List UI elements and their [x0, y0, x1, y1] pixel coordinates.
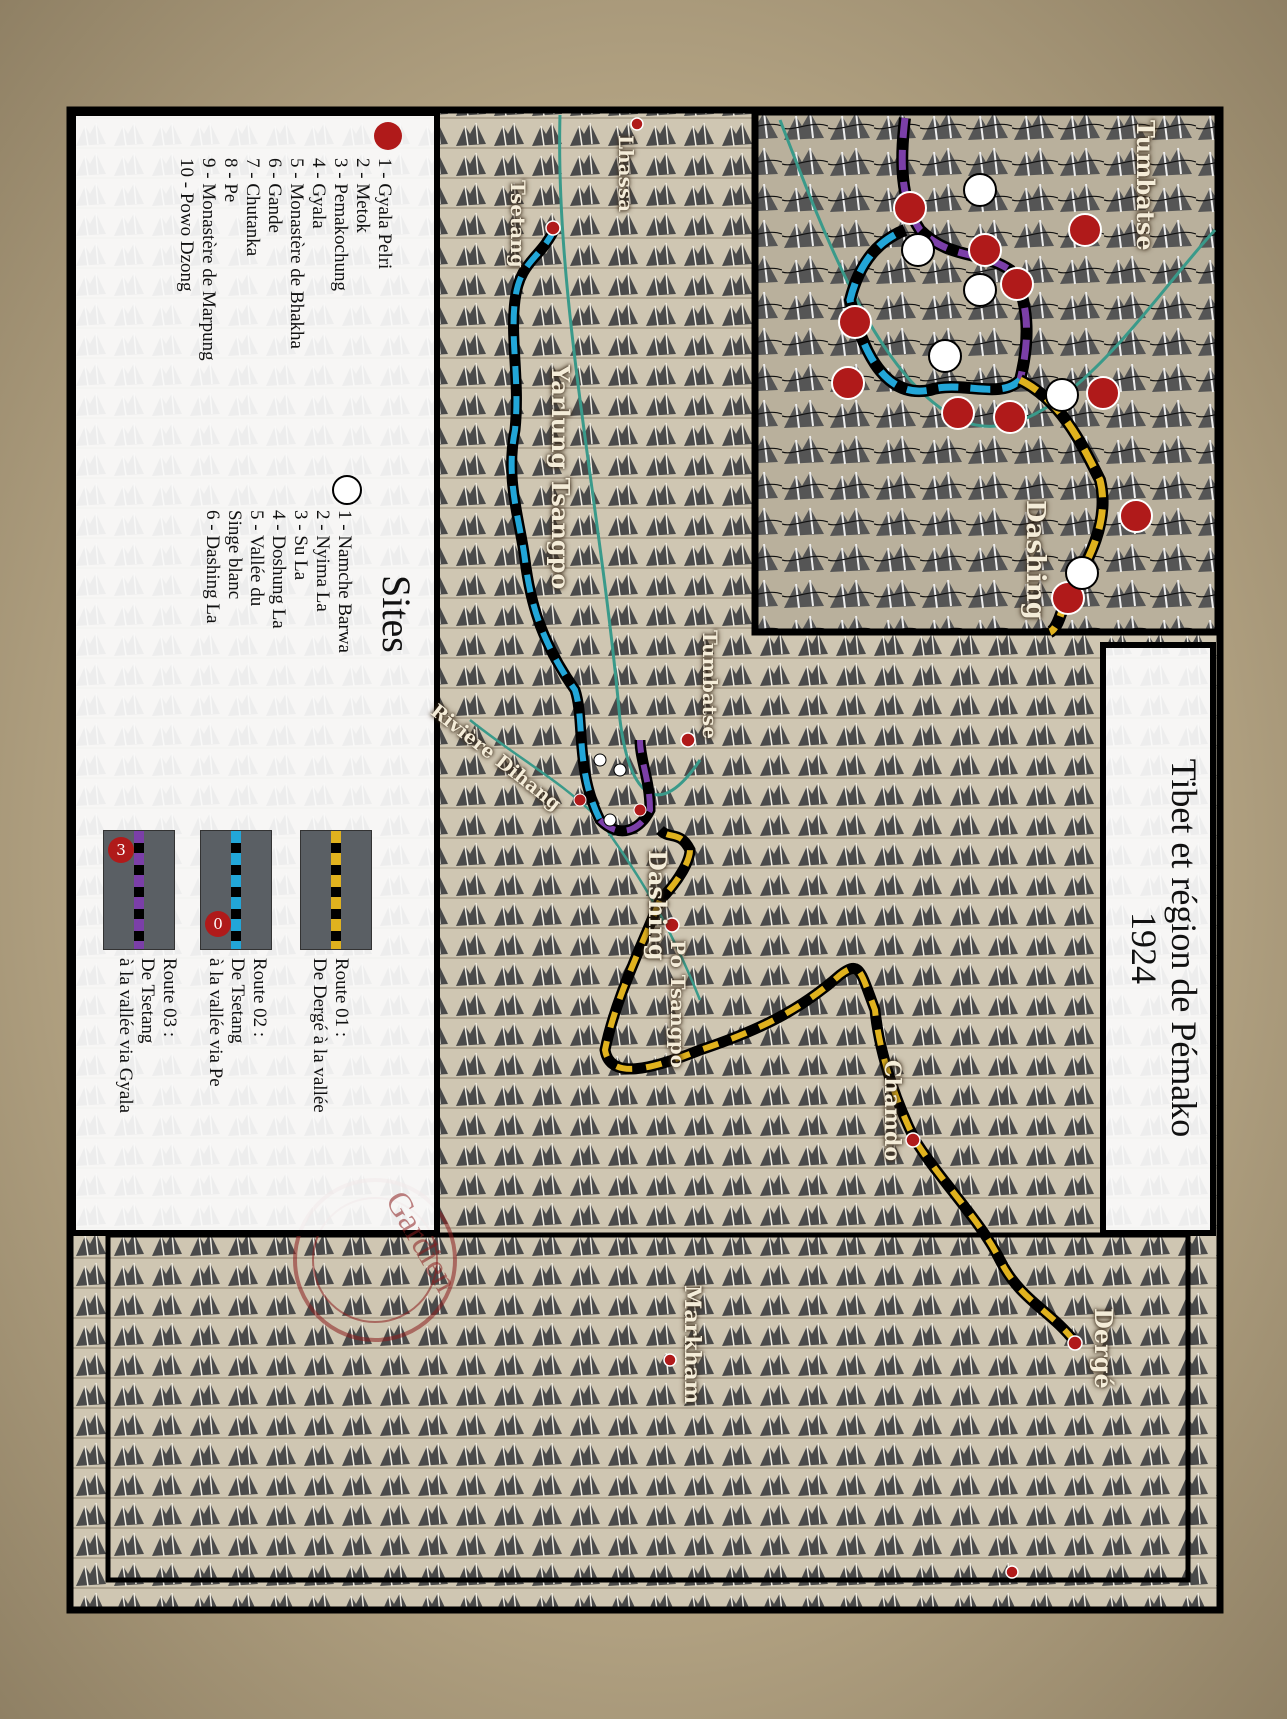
place-lhassa: Lhassa	[614, 135, 638, 213]
route-01-line-1: Route 01 :	[331, 958, 352, 1038]
white-site-2: 2 - Nyima La	[312, 510, 333, 612]
route-02-line-3: à la vallée via Pe	[205, 958, 226, 1087]
place-yarlung: Yarlung Tsangpo	[546, 365, 575, 590]
red-site-6: 6 - Gande	[264, 158, 285, 233]
white-site-1: 1 - Namche Barwa	[334, 510, 355, 653]
route-01-line-2: De Dergé à la vallée	[309, 958, 330, 1113]
place-tumbatse: Tumbatse	[698, 630, 722, 739]
map-title: Tibet et région de Pémako	[1164, 758, 1204, 1138]
white-site-3: 3 - Su La	[290, 510, 311, 581]
red-site-9: 9 - Monastère de Marpung	[198, 158, 219, 361]
legend-title: Sites	[374, 575, 419, 653]
red-site-5: 5 - Monastère de Bhakha	[286, 158, 307, 349]
route-02-label: Route 02 : De Tsetang à la vallée via Pe	[204, 958, 270, 1087]
inset-dashing: Dashing	[1020, 500, 1050, 620]
place-markham: Markham	[679, 1285, 705, 1404]
legend-panel	[70, 110, 440, 1236]
place-po-tsangpo: Po Tsangpo	[666, 940, 690, 1068]
legend-red-icon	[374, 122, 402, 150]
place-tsetang: Tsetang	[506, 180, 530, 268]
place-derge: Dergé	[1089, 1308, 1118, 1389]
lower-frame	[105, 1232, 1191, 1583]
legend-white-icon	[332, 475, 362, 505]
inset-white-markers	[901, 173, 1099, 590]
white-site-6: 6 - Dashing La	[202, 510, 223, 624]
route-03-badge: 3	[108, 837, 134, 863]
legend-white-sites: 1 - Namche Barwa 2 - Nyima La 3 - Su La …	[201, 510, 355, 653]
route-01-swatch	[300, 830, 372, 950]
map-year: 1924	[1124, 912, 1164, 984]
title-panel: Tibet et région de Pémako 1924	[1100, 642, 1216, 1236]
route-03-label: Route 03 : De Tsetang à la vallée via Gy…	[114, 958, 180, 1113]
red-site-4: 4 - Gyala	[308, 158, 329, 229]
route-02-badge: 0	[205, 911, 231, 937]
place-chamdo: Chamdo	[879, 1060, 905, 1162]
red-site-3: 3 - Pemakochung	[330, 158, 351, 291]
route-03-line-2: De Tsetang	[137, 958, 158, 1044]
route-02-swatch: 0	[200, 830, 272, 950]
red-site-1: 1 - Gyala Pelri	[374, 158, 395, 270]
white-site-5b: Singe blanc	[224, 510, 245, 600]
route-03-path	[597, 739, 654, 834]
inset-red-markers	[831, 191, 1153, 615]
route-03-line-1: Route 03 :	[159, 958, 180, 1038]
route-02-line-1: Route 02 :	[249, 958, 270, 1038]
white-site-4: 4 - Doshung La	[268, 510, 289, 629]
main-map-markers	[545, 117, 1083, 1579]
white-site-5: 5 - Vallée du	[246, 510, 267, 607]
route-03-line-3: à la vallée via Gyala	[115, 958, 136, 1114]
red-site-10: 10 - Powo Dzong	[176, 158, 197, 292]
route-03-swatch: 3	[103, 830, 175, 950]
inset-tumbatse: Tumbatse	[1131, 120, 1160, 251]
legend-red-sites: 1 - Gyala Pelri 2 - Metok 3 - Pemakochun…	[175, 158, 395, 361]
route-02-line-2: De Tsetang	[227, 958, 248, 1044]
red-site-7: 7 - Chutanka	[242, 158, 263, 257]
route-01-label: Route 01 : De Dergé à la vallée	[308, 958, 352, 1113]
red-site-8: 8 - Pe	[220, 158, 241, 203]
red-site-2: 2 - Metok	[352, 158, 373, 233]
